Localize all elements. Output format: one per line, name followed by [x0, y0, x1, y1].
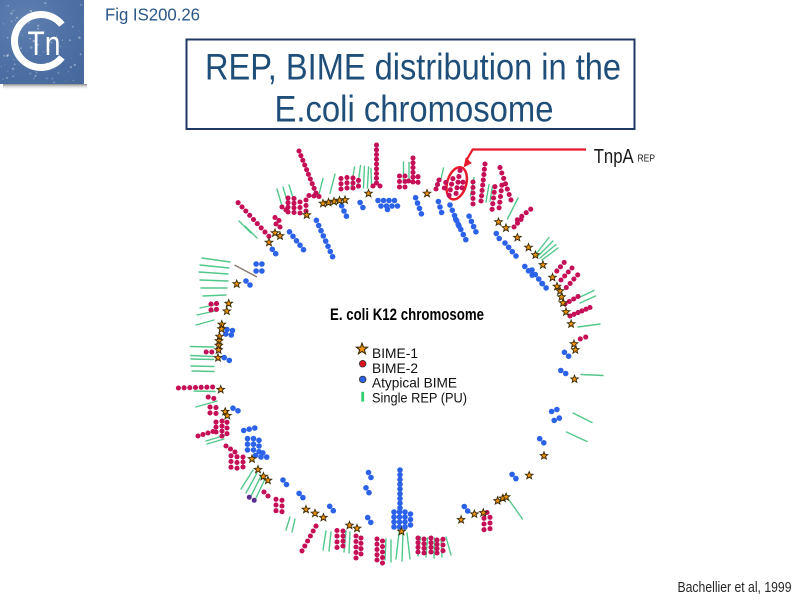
svg-text:Atypical BIME: Atypical BIME	[372, 375, 457, 391]
svg-text:Tn: Tn	[28, 25, 61, 63]
svg-text:E. coli K12 chromosome: E. coli K12 chromosome	[330, 305, 484, 324]
svg-text:BIME-2: BIME-2	[372, 360, 418, 376]
svg-text:Fig IS200.26: Fig IS200.26	[105, 5, 200, 25]
svg-text:E.coli chromosome: E.coli chromosome	[275, 88, 554, 129]
svg-text:Single REP (PU): Single REP (PU)	[372, 390, 467, 406]
svg-text:TnpA: TnpA	[594, 146, 635, 168]
svg-text:REP, BIME distribution in the: REP, BIME distribution in the	[205, 47, 621, 88]
svg-text:REP: REP	[638, 154, 656, 165]
svg-text:Bachellier et al, 1999: Bachellier et al, 1999	[678, 580, 792, 596]
svg-text:BIME-1: BIME-1	[372, 345, 418, 361]
